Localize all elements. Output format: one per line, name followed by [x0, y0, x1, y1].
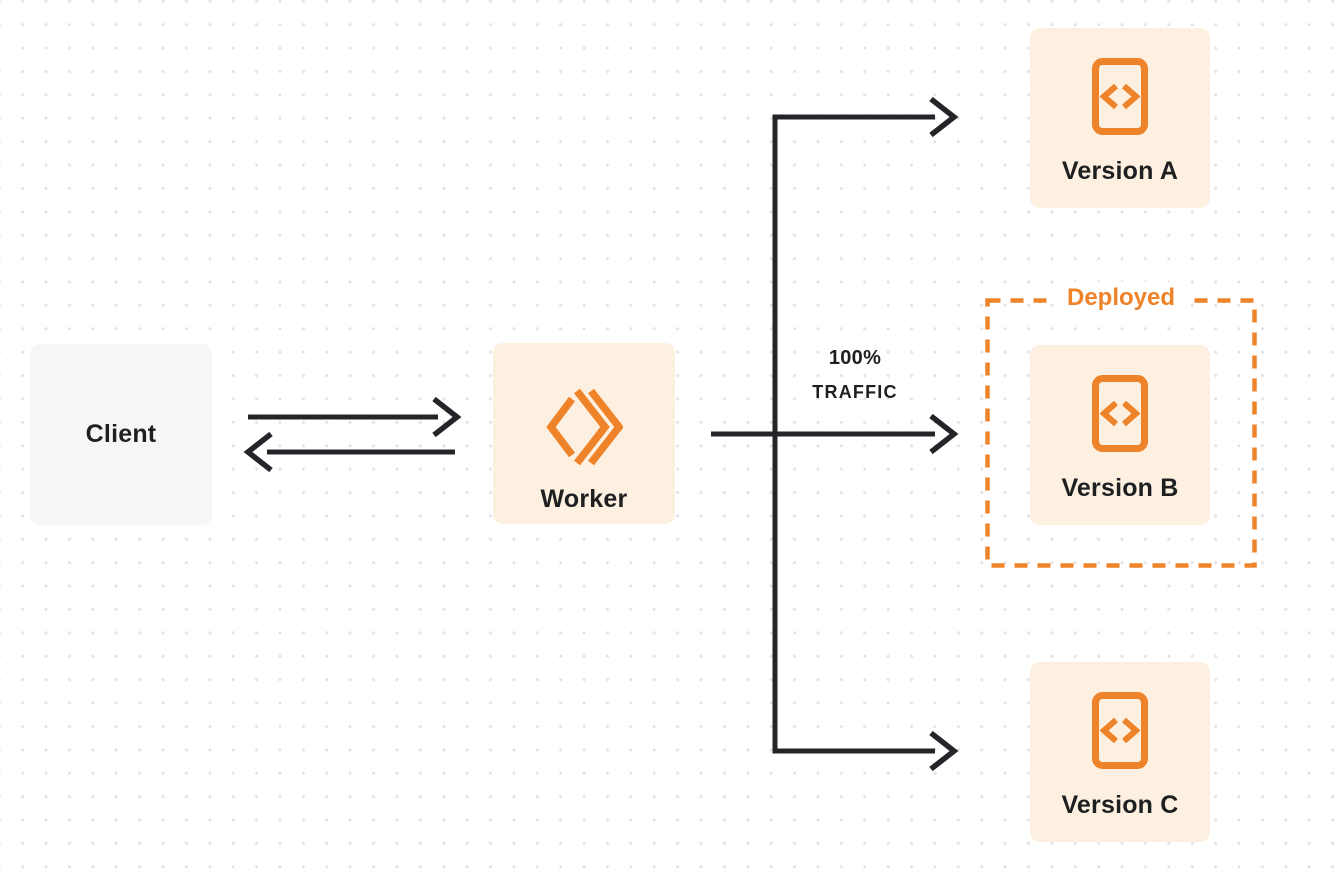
client-node-label: Client: [85, 420, 157, 448]
arrow-to-version-a-head: [929, 96, 959, 138]
version-c-node: Version C: [1030, 662, 1210, 842]
version-a-node-label: Version A: [1061, 157, 1179, 185]
arrow-worker-to-client-head: [243, 431, 273, 473]
code-file-icon: [1092, 58, 1148, 135]
branch-trunk-line: [772, 114, 935, 754]
traffic-percent-text: 100%: [828, 347, 882, 369]
workers-logo-icon: [545, 387, 623, 465]
version-c-node-label: Version C: [1061, 791, 1179, 819]
code-file-icon: [1092, 692, 1148, 769]
code-file-icon: [1092, 375, 1148, 452]
client-node: Client: [30, 344, 212, 525]
deployed-region: Deployed: [985, 282, 1257, 568]
worker-node-label: Worker: [540, 485, 628, 513]
version-a-node: Version A: [1030, 28, 1210, 208]
arrow-worker-to-version-b-head: [929, 413, 959, 455]
deployed-label: Deployed: [1054, 282, 1188, 314]
arrow-client-to-worker-head: [432, 396, 462, 438]
version-b-node-label: Version B: [1061, 474, 1179, 502]
deployed-dashed-border: [985, 298, 1257, 568]
traffic-word-text: TRAFFIC: [812, 382, 898, 402]
traffic-annotation: 100% TRAFFIC: [777, 348, 933, 401]
arrow-to-version-c-head: [929, 730, 959, 772]
worker-node: Worker: [493, 343, 675, 524]
version-b-node: Version B: [1030, 345, 1210, 525]
